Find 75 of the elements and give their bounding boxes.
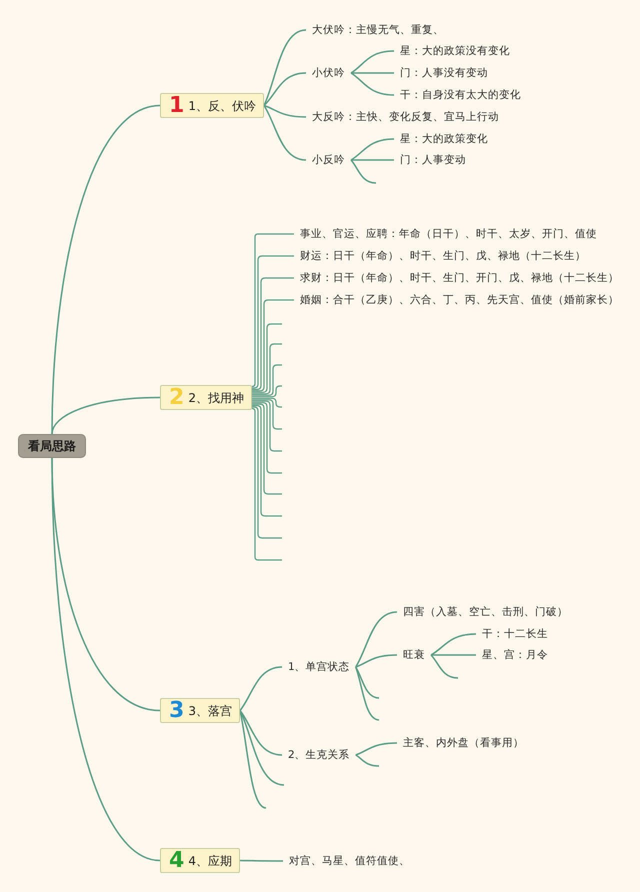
topic-title: 4、应期 [188, 852, 232, 868]
priority-number: 4 [169, 849, 184, 872]
branch-line [252, 402, 282, 474]
branch-line [350, 160, 376, 184]
priority-number: 2 [169, 386, 184, 409]
priority-number: 3 [169, 699, 184, 722]
topic-label: 主客、内外盘（看事用） [397, 736, 530, 750]
branch-line [252, 343, 282, 394]
branch-line [51, 458, 160, 862]
topic-label: 干：十二长生 [476, 627, 554, 641]
branch-line [263, 72, 306, 106]
topic-title: 3、落宫 [188, 702, 232, 718]
branch-line [239, 710, 284, 786]
branch-line [355, 611, 398, 668]
topic-label: 小伏吟 [306, 66, 351, 80]
topic-label: 门：人事没有变动 [394, 66, 494, 80]
branch-line [263, 29, 306, 106]
branch-line [252, 364, 282, 396]
branch-line [251, 408, 282, 561]
branch-line [252, 277, 294, 390]
branch-line [252, 299, 294, 392]
branch-line [252, 404, 282, 495]
priority-number: 1 [169, 94, 184, 117]
branch-line [263, 105, 306, 161]
topic-label: 门：人事变动 [394, 153, 472, 167]
branch-line [355, 742, 398, 756]
topic-label: 星：大的政策变化 [394, 132, 494, 146]
topic-label: 财运：日干（年命）、时干、生门、戊、禄地（十二长生） [294, 249, 592, 263]
topic-box [160, 385, 252, 410]
topic-box [160, 93, 264, 118]
topic-label: 四害（入墓、空亡、击刑、门破） [397, 605, 574, 619]
branch-line [252, 406, 282, 539]
branch-line [355, 754, 380, 767]
topic-label: 1、单宫状态 [282, 660, 356, 674]
topic-label: 旺衰 [397, 648, 431, 662]
branch-line [430, 654, 458, 679]
root-topic-box: 看局思路 [18, 434, 86, 458]
branch-line [51, 396, 160, 434]
branch-line [354, 666, 380, 721]
topic-label: 星：大的政策没有变化 [394, 44, 516, 58]
branch-line [355, 666, 380, 699]
topic-title: 1、反、伏吟 [188, 98, 256, 114]
branch-line [252, 323, 282, 393]
topic-label: 婚姻：合干（乙庚）、六合、丁、丙、先天宫、值使（婚前家长） [294, 293, 625, 307]
branch-line [252, 399, 282, 430]
topic-label: 干：自身没有太大的变化 [394, 88, 527, 102]
topic-label: 对宫、马星、值符值使、 [283, 854, 416, 868]
branch-line [355, 654, 398, 668]
topic-box [160, 698, 240, 723]
branch-line [251, 233, 294, 388]
topic-label: 小反吟 [306, 153, 351, 167]
branch-line [350, 138, 394, 161]
topic-label: 事业、官运、应聘：年命（日干）、时干、太岁、开门、值使 [294, 227, 603, 241]
branch-line [264, 104, 306, 118]
branch-line [239, 710, 282, 756]
branch-line [431, 654, 476, 656]
branch-line [240, 860, 283, 862]
topic-label: 星、宫：月令 [476, 648, 554, 662]
topic-box [160, 848, 240, 873]
branch-line [252, 405, 282, 517]
branch-line [350, 50, 394, 74]
topic-label: 2、生克关系 [282, 748, 356, 762]
branch-line [252, 398, 282, 408]
branch-line [252, 255, 294, 389]
topic-label: 大反吟：主快、变化反复、宜马上行动 [306, 110, 505, 124]
branch-line [351, 159, 394, 161]
branch-line [351, 72, 394, 74]
branch-line [252, 385, 282, 398]
topic-label: 大伏吟：主慢无气、重复、 [306, 23, 450, 37]
branch-line [350, 72, 394, 96]
topic-title: 2、找用神 [188, 390, 244, 406]
topic-label: 求财：日干（年命）、时干、生门、开门、戊、禄地（十二长生） [294, 271, 625, 285]
branch-line [252, 400, 282, 452]
branch-line [430, 633, 476, 656]
branch-line [239, 666, 282, 711]
